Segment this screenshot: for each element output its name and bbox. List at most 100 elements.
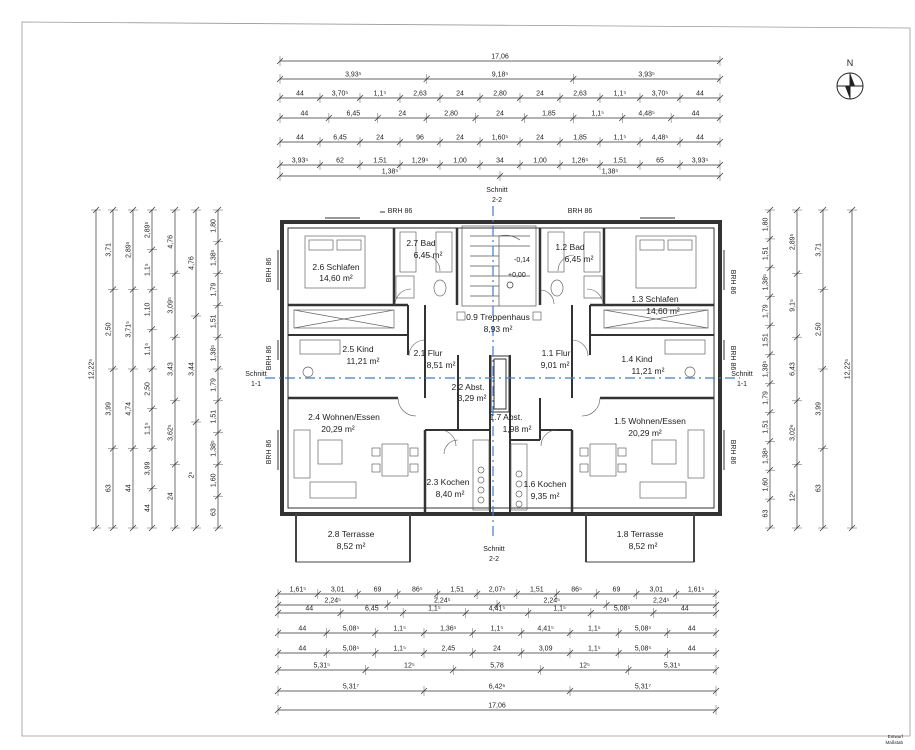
- dimension-value: 1,1⁵: [614, 135, 627, 142]
- svg-text:2-2: 2-2: [492, 197, 502, 204]
- dimension-value: 12⁵: [790, 491, 797, 502]
- svg-text:6,45 m²: 6,45 m²: [565, 254, 594, 264]
- dimension-value: 3,71: [106, 243, 113, 257]
- dimension-value: 2,24⁵: [324, 598, 341, 605]
- dimension-value: 44: [296, 135, 304, 142]
- dimension-chains-left: 12,22⁵3,712,503,99632,89⁵3,71⁵4,74442,89…: [89, 206, 223, 532]
- dimension-value: 1,60: [211, 473, 218, 487]
- section-marker-right: Schnitt 1-1: [731, 371, 752, 388]
- dimension-value: 3,01: [649, 587, 663, 594]
- dimension-value: 4,48⁵: [652, 135, 669, 142]
- dimension-value: 2,63: [573, 91, 587, 98]
- dimension-value: 3,99: [816, 402, 823, 416]
- dimension-value: 44: [681, 606, 689, 613]
- dimension-value: 3,71⁵: [126, 321, 133, 338]
- svg-text:2.8 Terrasse: 2.8 Terrasse: [328, 529, 375, 539]
- dimension-value: 17,06: [491, 54, 509, 61]
- dimension-value: 5,31⁵: [664, 663, 681, 670]
- dimension-value: 44: [696, 135, 704, 142]
- brh-label: BRH 86: [729, 270, 736, 295]
- brh-label: BRH 86: [266, 346, 273, 371]
- level-value: +0,00: [508, 272, 526, 279]
- dimension-value: 4,41⁵: [489, 606, 506, 613]
- dimension-value: 44: [298, 626, 306, 633]
- dimension-value: 3,09: [539, 646, 553, 653]
- svg-text:2.1 Flur: 2.1 Flur: [414, 348, 443, 358]
- dimension-value: 24: [496, 111, 504, 118]
- room-1-1-flur: 1.1 Flur 9,01 m²: [541, 348, 571, 370]
- dimension-value: 1,38⁵: [602, 169, 619, 176]
- dimension-value: 3,71: [816, 243, 823, 257]
- dimension-value: 62: [336, 158, 344, 165]
- dimension-value: 1,26⁵: [572, 158, 589, 165]
- dimension-value: 1,29⁵: [412, 158, 429, 165]
- furniture: [293, 231, 709, 511]
- shaft: [490, 355, 510, 413]
- dimension-value: 5,78: [490, 663, 504, 670]
- svg-text:6,45 m²: 6,45 m²: [414, 250, 443, 260]
- dimension-value: 65: [656, 158, 664, 165]
- dimension-value: 1,38⁵: [211, 345, 218, 362]
- dimension-value: 1,1⁵: [588, 626, 601, 633]
- bottom-chain-7: 17,06: [274, 703, 720, 715]
- dimension-value: 1,51: [211, 314, 218, 328]
- section-marker-bottom: Schnitt 2-2: [483, 546, 504, 563]
- svg-text:20,29 m²: 20,29 m²: [628, 428, 662, 438]
- dimension-value: 24: [168, 492, 175, 500]
- dimension-value: 63: [106, 484, 113, 492]
- dimension-value: 6,45: [347, 111, 361, 118]
- dimension-value: 1,80: [763, 218, 770, 232]
- dimension-value: 2⁵: [189, 472, 196, 479]
- dimension-value: 3,99: [106, 402, 113, 416]
- svg-text:9,01 m²: 9,01 m²: [541, 360, 570, 370]
- dimension-value: 4,76: [168, 235, 175, 249]
- dimension-value: 1,79: [763, 391, 770, 405]
- dimension-value: 2,50: [816, 322, 823, 336]
- dimension-value: 24: [536, 91, 544, 98]
- brh-label: BRH 86: [568, 208, 593, 215]
- dimension-value: 2,24⁵: [543, 598, 560, 605]
- dimension-value: 44: [301, 111, 309, 118]
- dimension-value: 12⁵: [579, 663, 590, 670]
- svg-text:2.6 Schlafen: 2.6 Schlafen: [312, 262, 360, 272]
- dimension-value: 1,10: [145, 302, 152, 316]
- dimension-value: 1,80: [211, 219, 218, 233]
- stamp-text: Entwurf: [888, 734, 904, 739]
- level-value: -0,14: [514, 257, 530, 264]
- dimension-chains-right: 1,801,511,38⁵1,791,511,38⁵1,791,511,38⁵1…: [763, 206, 857, 532]
- staircase: [461, 225, 537, 307]
- dimension-value: 5,31⁵: [314, 663, 331, 670]
- svg-text:1.1 Flur: 1.1 Flur: [542, 348, 571, 358]
- svg-text:2.4 Wohnen/Essen: 2.4 Wohnen/Essen: [308, 412, 380, 422]
- svg-text:2.2 Abst.: 2.2 Abst.: [451, 382, 484, 392]
- dimension-value: 1,1⁵: [393, 646, 406, 653]
- svg-text:1.5 Wohnen/Essen: 1.5 Wohnen/Essen: [614, 416, 686, 426]
- dimension-value: 1,61⁵: [290, 587, 307, 594]
- dimension-value: 1,51: [211, 410, 218, 424]
- level-markers: -0,14 +0,00: [506, 257, 530, 289]
- dimension-value: 4,76: [189, 256, 196, 270]
- dimension-value: 2,80: [444, 111, 458, 118]
- dimension-value: 12,22⁵: [89, 359, 96, 380]
- dimension-value: 3,99: [145, 461, 152, 475]
- doors: [394, 254, 604, 455]
- dimension-value: 3,93⁵: [638, 72, 655, 79]
- svg-text:14,60 m²: 14,60 m²: [646, 306, 680, 316]
- svg-text:1.2 Bad: 1.2 Bad: [555, 242, 585, 252]
- svg-text:1.8 Terrasse: 1.8 Terrasse: [617, 529, 664, 539]
